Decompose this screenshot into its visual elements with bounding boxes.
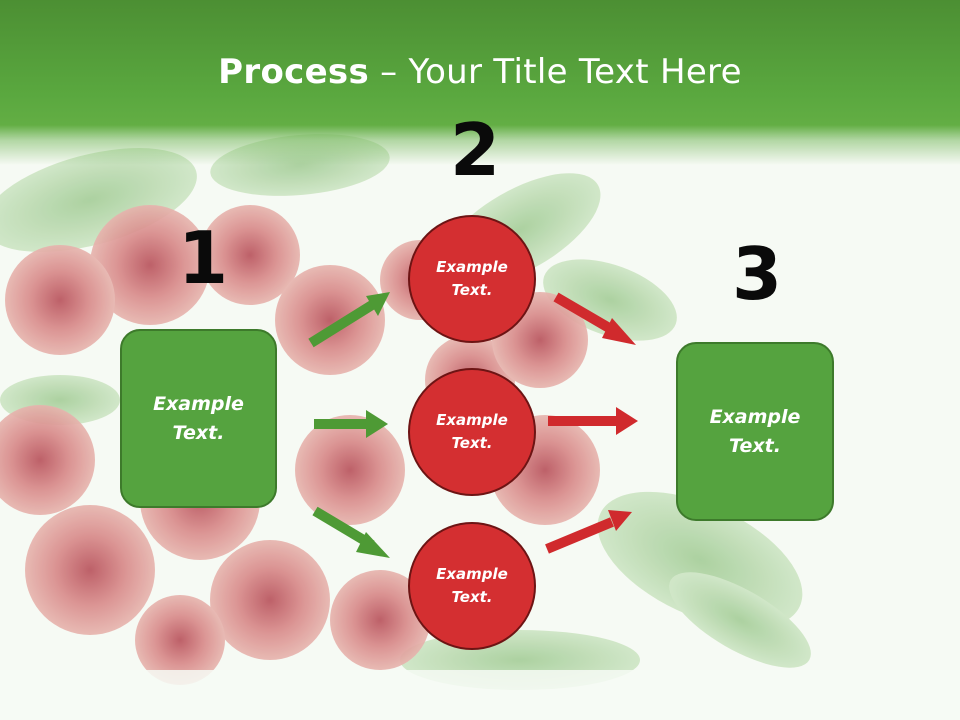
slide-title: Process – Your Title Text Here [0, 52, 960, 92]
title-bar: Process – Your Title Text Here [0, 0, 960, 165]
arrow-top-to-3 [553, 292, 636, 345]
title-rest: – Your Title Text Here [369, 52, 742, 92]
arrow-middle-to-3 [548, 407, 638, 435]
step-2-middle-label: Example Text. [436, 411, 508, 452]
arrow-1-to-top [308, 292, 390, 348]
step-3-box: Example Text. [676, 342, 834, 521]
step-2-top-label: Example Text. [436, 258, 508, 299]
step-2-circle-middle: Example Text. [408, 368, 536, 496]
step-2-circle-bottom: Example Text. [408, 522, 536, 650]
arrow-bottom-to-3 [545, 510, 632, 554]
step-2-circle-top: Example Text. [408, 215, 536, 343]
step-1-label: Example Text. [153, 392, 244, 444]
step-number-3: 3 [732, 232, 783, 316]
arrow-1-to-bottom [312, 506, 390, 558]
step-number-2: 2 [450, 108, 501, 192]
step-2-bottom-label: Example Text. [436, 565, 508, 606]
arrow-1-to-middle [314, 410, 388, 438]
step-number-1: 1 [178, 216, 229, 300]
title-bold: Process [218, 52, 370, 92]
step-1-box: Example Text. [120, 329, 277, 508]
step-3-label: Example Text. [709, 405, 801, 457]
